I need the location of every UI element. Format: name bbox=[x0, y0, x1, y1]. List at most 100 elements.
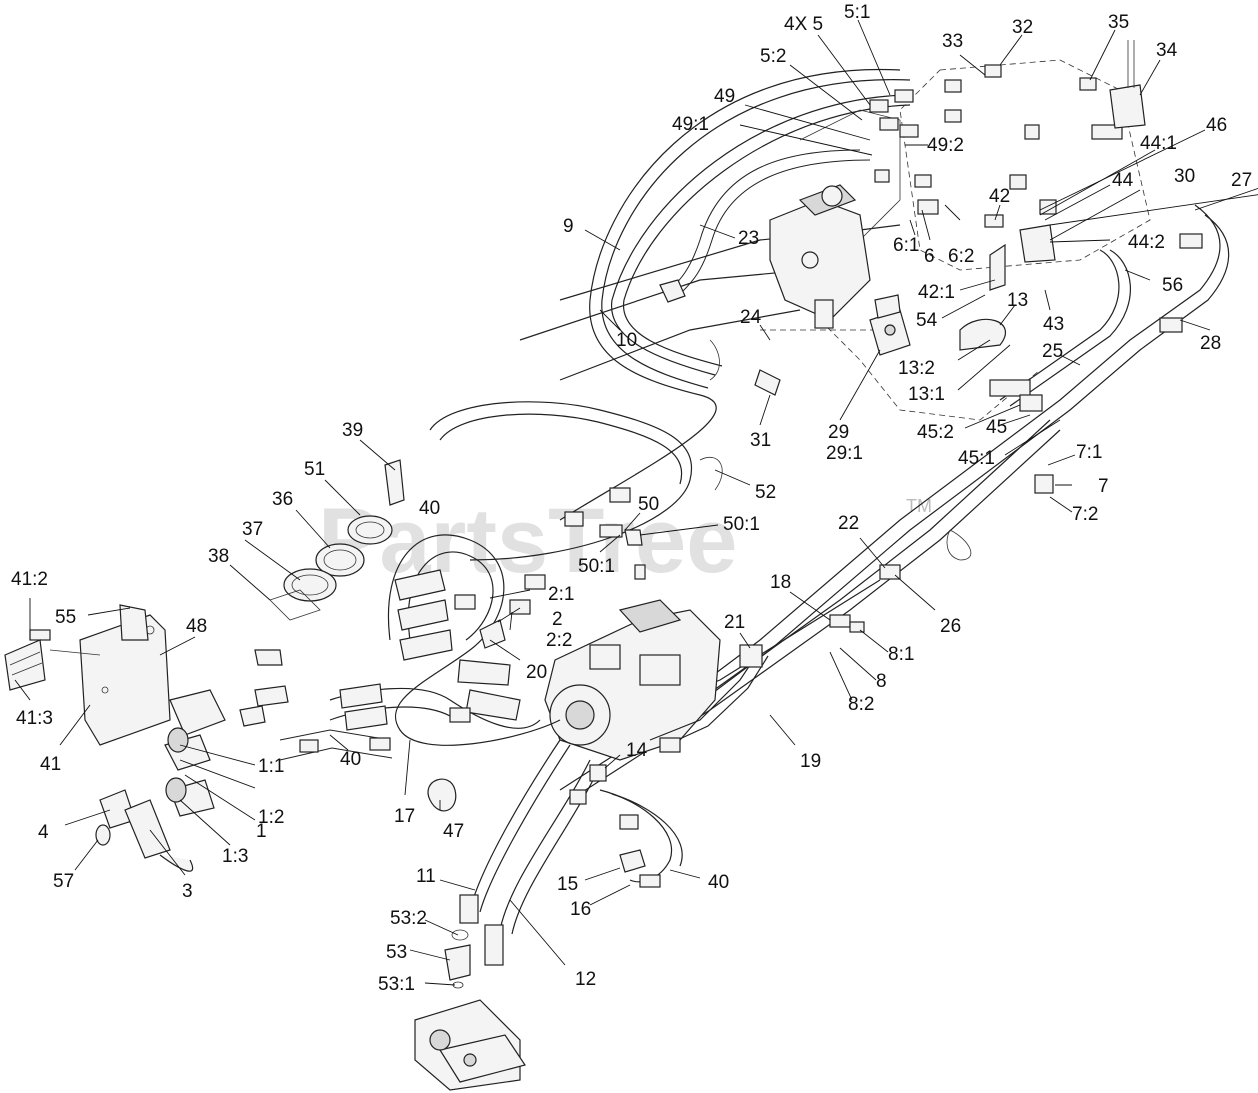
callout-16: 16 bbox=[570, 899, 591, 920]
callout-22: 22 bbox=[838, 513, 859, 534]
solenoid-valve bbox=[869, 294, 1054, 494]
callout-1-2: 1:2 bbox=[258, 807, 284, 828]
callout-21: 21 bbox=[724, 612, 745, 633]
callout-11: 11 bbox=[416, 866, 436, 887]
callout-39: 39 bbox=[342, 420, 363, 441]
upper-hose-bundle bbox=[429, 68, 911, 561]
callout-42-1: 42:1 bbox=[918, 282, 955, 303]
callout-31: 31 bbox=[750, 430, 771, 451]
callout-40-b: 40 bbox=[340, 749, 361, 770]
callout-52: 52 bbox=[755, 482, 776, 503]
callout-9: 9 bbox=[563, 216, 574, 237]
callout-41-3: 41:3 bbox=[16, 708, 53, 729]
callout-29-1: 29:1 bbox=[826, 443, 863, 464]
callout-13-1: 13:1 bbox=[908, 384, 945, 405]
callout-53-2: 53:2 bbox=[390, 908, 427, 929]
callout-8: 8 bbox=[876, 671, 887, 692]
callout-13: 13 bbox=[1007, 290, 1028, 311]
callout-14: 14 bbox=[626, 740, 648, 761]
upper-fittings bbox=[869, 40, 1203, 333]
callout-7: 7 bbox=[1098, 476, 1109, 497]
callout-6: 6 bbox=[924, 246, 935, 267]
callout-2: 2 bbox=[552, 609, 563, 630]
callout-44-2: 44:2 bbox=[1128, 232, 1165, 253]
callout-8-2: 8:2 bbox=[848, 694, 874, 715]
callout-30: 30 bbox=[1174, 166, 1195, 187]
callout-5-2: 5:2 bbox=[760, 46, 786, 67]
left-bracket-assembly bbox=[29, 604, 289, 872]
callout-50-1b: 50:1 bbox=[578, 556, 615, 577]
callout-51: 51 bbox=[304, 459, 325, 480]
callout-50: 50 bbox=[638, 494, 659, 515]
callout-4x5: 4X 5 bbox=[784, 14, 823, 35]
callout-46: 46 bbox=[1206, 115, 1227, 136]
callout-40-a: 40 bbox=[419, 498, 440, 519]
callout-42: 42 bbox=[989, 186, 1010, 207]
callout-1: 1 bbox=[256, 821, 267, 842]
callout-2-1: 2:1 bbox=[548, 584, 574, 605]
callout-6-1: 6:1 bbox=[893, 235, 919, 256]
callout-44: 44 bbox=[1112, 170, 1134, 191]
callout-10: 10 bbox=[616, 330, 637, 351]
callout-28: 28 bbox=[1200, 333, 1221, 354]
callout-1-3: 1:3 bbox=[222, 846, 248, 867]
callout-7-1: 7:1 bbox=[1076, 442, 1102, 463]
callout-8-1: 8:1 bbox=[888, 644, 914, 665]
callout-2-2: 2:2 bbox=[546, 630, 572, 651]
callout-7-2: 7:2 bbox=[1072, 504, 1098, 525]
callout-15: 15 bbox=[557, 874, 578, 895]
callout-25: 25 bbox=[1042, 341, 1063, 362]
callout-12: 12 bbox=[575, 969, 596, 990]
control-valve bbox=[414, 894, 526, 1091]
callout-23: 23 bbox=[738, 228, 759, 249]
callout-4: 4 bbox=[38, 822, 49, 843]
callout-49-1: 49:1 bbox=[672, 114, 709, 135]
callout-50-1: 50:1 bbox=[723, 514, 760, 535]
callout-56: 56 bbox=[1162, 275, 1183, 296]
callout-labels: 4X 5 5:1 5:2 33 32 35 34 49 49:1 49:2 46… bbox=[11, 2, 1252, 995]
wrapped-hose-coil bbox=[329, 534, 561, 746]
callout-5-1: 5:1 bbox=[844, 2, 870, 23]
callout-6-2: 6:2 bbox=[948, 246, 974, 267]
callout-48: 48 bbox=[186, 616, 207, 637]
callout-29: 29 bbox=[828, 422, 849, 443]
callout-49: 49 bbox=[714, 86, 735, 107]
drive-pump bbox=[544, 524, 721, 761]
callout-17: 17 bbox=[394, 806, 415, 827]
callout-1-1: 1:1 bbox=[258, 756, 284, 777]
callout-53: 53 bbox=[386, 942, 407, 963]
callout-20: 20 bbox=[526, 662, 547, 683]
callout-36: 36 bbox=[272, 489, 293, 510]
leader-lines bbox=[14, 19, 1258, 986]
callout-40-c: 40 bbox=[708, 872, 729, 893]
callout-3: 3 bbox=[182, 881, 193, 902]
callout-47: 47 bbox=[443, 821, 464, 842]
callout-24: 24 bbox=[740, 307, 762, 328]
misc-fittings bbox=[299, 339, 972, 888]
clamp-gaskets bbox=[269, 459, 457, 812]
callout-38: 38 bbox=[208, 546, 229, 567]
callout-33: 33 bbox=[942, 31, 963, 52]
callout-35: 35 bbox=[1108, 12, 1129, 33]
callout-57: 57 bbox=[53, 871, 74, 892]
callout-27: 27 bbox=[1231, 170, 1252, 191]
callout-55: 55 bbox=[55, 607, 76, 628]
callout-41: 41 bbox=[40, 754, 61, 775]
callout-32: 32 bbox=[1012, 17, 1033, 38]
callout-43: 43 bbox=[1043, 314, 1064, 335]
upper-pump bbox=[659, 184, 871, 329]
callout-34: 34 bbox=[1156, 40, 1178, 61]
callout-44-1: 44:1 bbox=[1140, 133, 1177, 154]
callout-45-1: 45:1 bbox=[958, 448, 995, 469]
right-hose-run bbox=[559, 204, 1230, 801]
callout-41-2: 41:2 bbox=[11, 569, 48, 590]
callout-37: 37 bbox=[242, 519, 263, 540]
callout-54: 54 bbox=[916, 310, 938, 331]
callout-19: 19 bbox=[800, 751, 821, 772]
callout-53-1: 53:1 bbox=[378, 974, 415, 995]
decal bbox=[4, 639, 46, 691]
callout-18: 18 bbox=[770, 572, 791, 593]
callout-26: 26 bbox=[940, 616, 961, 637]
callout-49-2: 49:2 bbox=[927, 135, 964, 156]
